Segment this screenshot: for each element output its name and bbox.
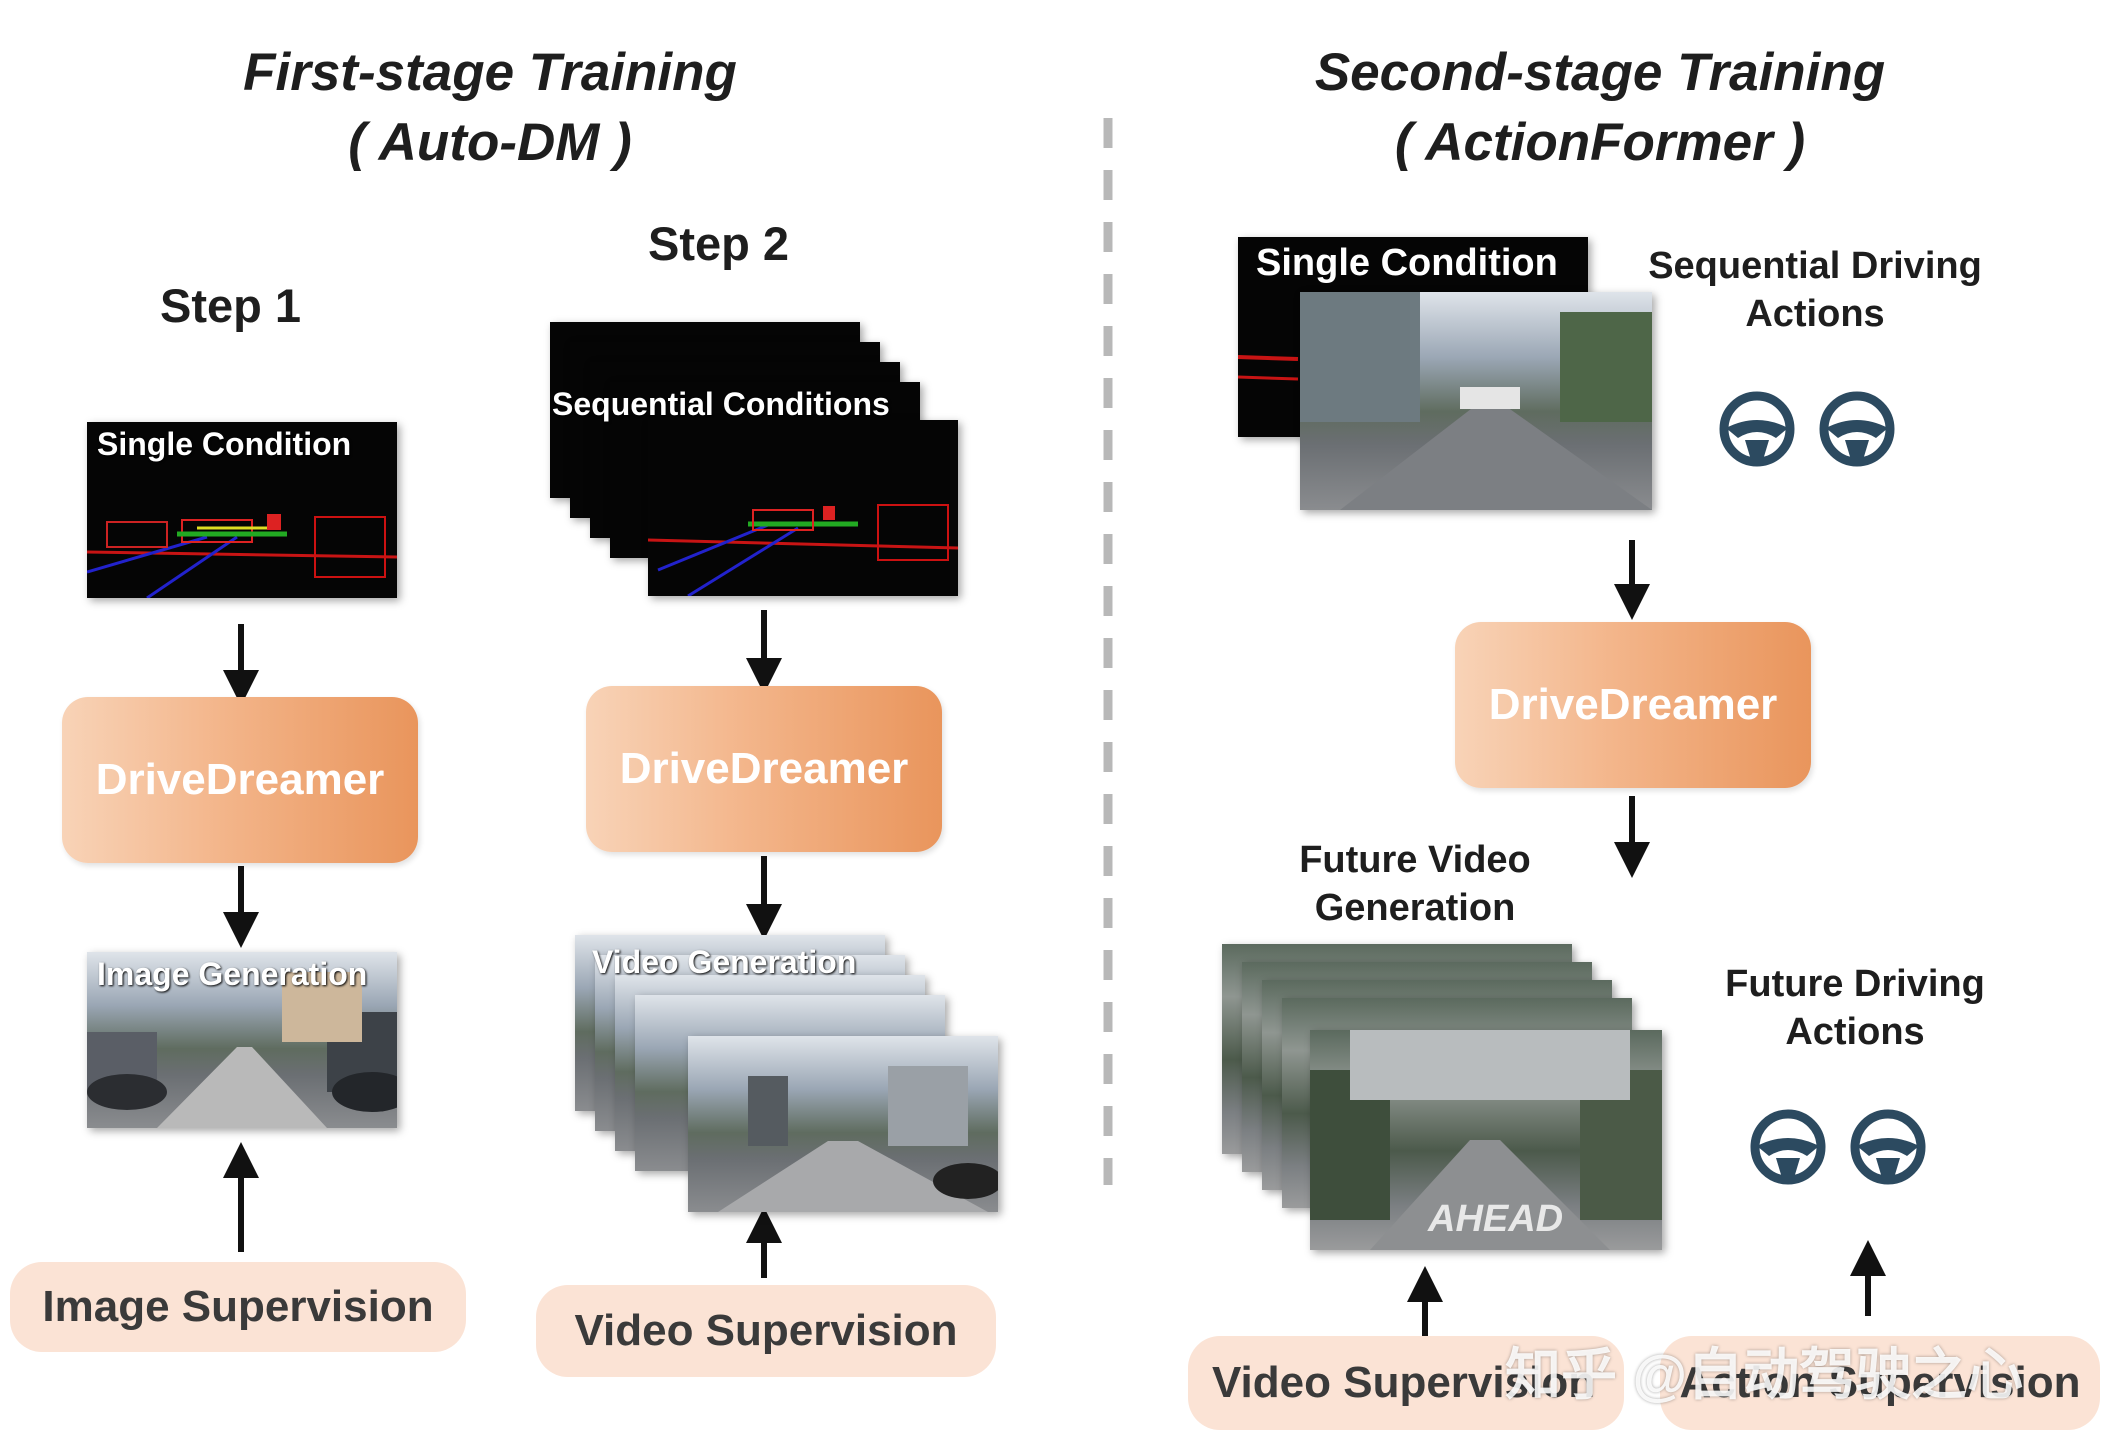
- action-supervision-box: Action Supervision: [1660, 1336, 2100, 1430]
- future-actions-label: Future Driving Actions: [1725, 963, 1985, 1053]
- stage2-condition-photo: [1300, 292, 1652, 510]
- condition-lines: [1238, 355, 1299, 381]
- street-scene: [87, 972, 397, 1128]
- second-stage-title: Second-stage Training: [1314, 43, 1886, 102]
- step1-drivedreamer-box: DriveDreamer: [62, 697, 418, 863]
- step1-condition-frame: Single Condition: [87, 422, 397, 598]
- future-video-front: AHEAD: [1310, 1030, 1662, 1250]
- first-stage-subtitle: ( Auto-DM ): [348, 113, 632, 172]
- step2-output-label: Video Generation: [592, 944, 857, 980]
- stage2-condition-label: Single Condition: [1256, 242, 1558, 284]
- stage2-drivedreamer-box: DriveDreamer: [1455, 622, 1811, 788]
- condition-lines: [87, 514, 397, 598]
- tunnel-scene: [1310, 1030, 1662, 1250]
- step1-output-label: Image Generation: [97, 956, 368, 992]
- steering-wheel-icon: [1750, 1109, 1826, 1185]
- street-scene: [718, 1066, 998, 1212]
- street-scene: [1300, 292, 1652, 510]
- watermark: 知乎 @自动驾驶之心: [1505, 1343, 2024, 1406]
- first-stage-title: First-stage Training: [243, 43, 737, 102]
- stage2-video-supervision-box: Video Supervision: [1188, 1336, 1624, 1430]
- sequential-actions-label: Sequential Driving Actions: [1648, 245, 1982, 335]
- step1-condition-label: Single Condition: [97, 426, 352, 462]
- steering-wheel-icon: [1719, 391, 1795, 467]
- step2-drivedreamer-box: DriveDreamer: [586, 686, 942, 852]
- step2-condition-front: [648, 420, 958, 596]
- step2-video-front: [688, 1036, 998, 1212]
- step1-output-frame: Image Generation: [87, 952, 397, 1128]
- step2-label: Step 2: [648, 217, 790, 270]
- condition-lines: [648, 504, 958, 596]
- future-video-label: Future Video Generation: [1299, 839, 1531, 929]
- image-supervision-box: Image Supervision: [10, 1262, 466, 1352]
- video-supervision-box: Video Supervision: [536, 1285, 996, 1377]
- step1-label: Step 1: [160, 279, 302, 332]
- steering-wheel-icon: [1819, 391, 1895, 467]
- steering-wheel-icon: [1850, 1109, 1926, 1185]
- road-marking: AHEAD: [1428, 1198, 1564, 1240]
- second-stage-subtitle: ( ActionFormer ): [1394, 113, 1806, 172]
- step2-condition-label: Sequential Conditions: [552, 386, 890, 422]
